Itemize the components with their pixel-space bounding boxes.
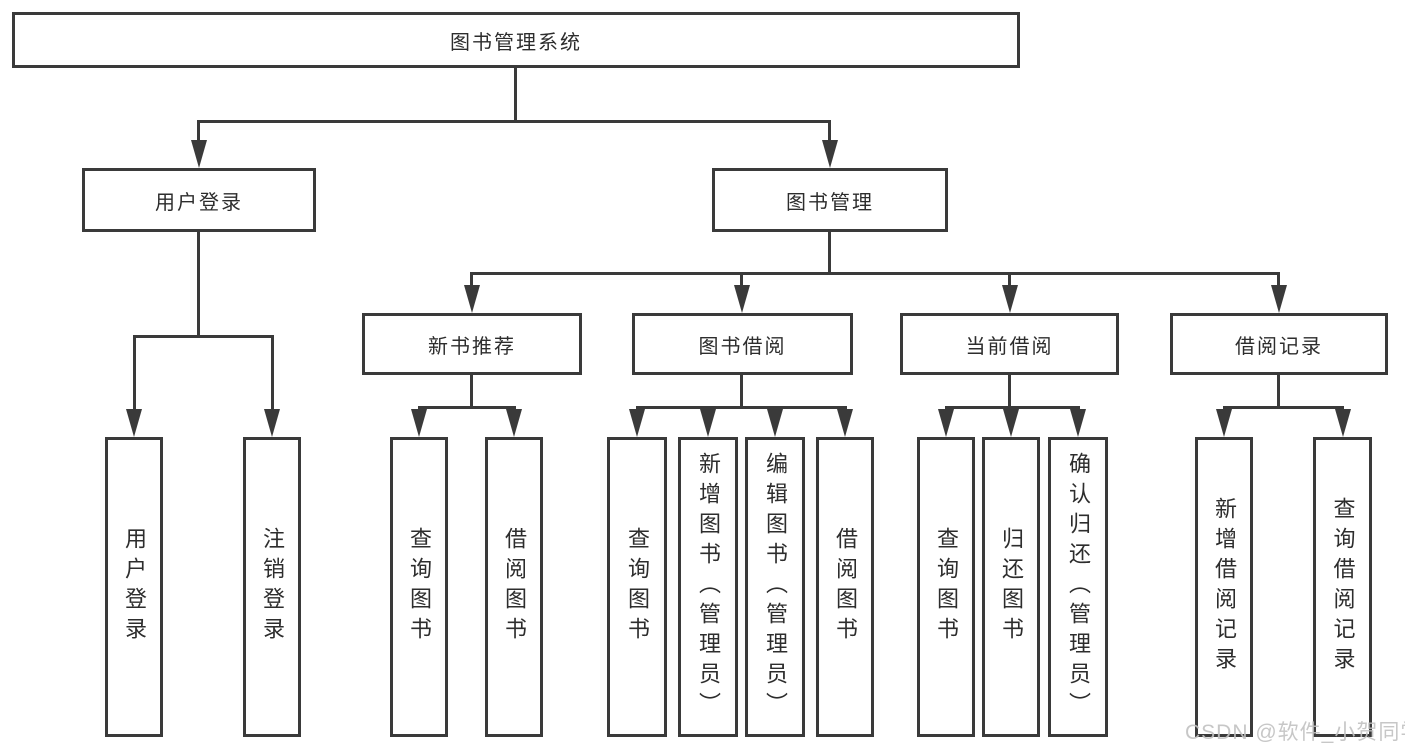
connector-line [197, 120, 200, 146]
leaf-edit-books-admin: 编辑图书（管理员） [745, 437, 805, 737]
arrow-down-icon [1002, 285, 1018, 313]
arrow-down-icon [629, 409, 645, 437]
leaf-borrow-books-recommend: 借阅图书 [485, 437, 543, 737]
leaf-add-books-admin: 新增图书（管理员） [678, 437, 738, 737]
leaf-confirm-return-admin: 确认归还（管理员） [1048, 437, 1108, 737]
node-user-login: 用户登录 [82, 168, 316, 232]
connector-line [740, 375, 743, 409]
arrow-down-icon [837, 409, 853, 437]
connector-line [470, 272, 473, 288]
leaf-query-books-borrowing: 查询图书 [607, 437, 667, 737]
arrow-down-icon [1335, 409, 1351, 437]
arrow-down-icon [464, 285, 480, 313]
leaf-user-login: 用户登录 [105, 437, 163, 737]
arrow-down-icon [767, 409, 783, 437]
connector-line [828, 120, 831, 146]
connector-line [514, 68, 517, 123]
connector-line [133, 335, 136, 413]
connector-line [636, 406, 847, 409]
leaf-query-books-current: 查询图书 [917, 437, 975, 737]
arrow-down-icon [734, 285, 750, 313]
arrow-down-icon [264, 409, 280, 437]
leaf-return-books: 归还图书 [982, 437, 1040, 737]
leaf-add-borrow-record: 新增借阅记录 [1195, 437, 1253, 737]
arrow-down-icon [1070, 409, 1086, 437]
connector-line [1008, 375, 1011, 409]
connector-line [418, 406, 516, 409]
leaf-query-borrow-record: 查询借阅记录 [1313, 437, 1372, 737]
arrow-down-icon [1216, 409, 1232, 437]
csdn-watermark: CSDN @软件_小贺同学 [1185, 721, 1405, 744]
connector-line [271, 335, 274, 413]
node-book-management: 图书管理 [712, 168, 948, 232]
node-new-book-recommendation: 新书推荐 [362, 313, 582, 375]
arrow-down-icon [1003, 409, 1019, 437]
connector-line [828, 232, 831, 274]
connector-line [1223, 406, 1344, 409]
arrow-down-icon [126, 409, 142, 437]
node-book-borrowing: 图书借阅 [632, 313, 853, 375]
arrow-down-icon [700, 409, 716, 437]
leaf-borrow-books: 借阅图书 [816, 437, 874, 737]
leaf-query-books-recommend: 查询图书 [390, 437, 448, 737]
node-current-borrowing: 当前借阅 [900, 313, 1119, 375]
connector-line [133, 335, 274, 338]
node-root-library-management-system: 图书管理系统 [12, 12, 1020, 68]
connector-line [1277, 375, 1280, 409]
arrow-down-icon [506, 409, 522, 437]
connector-line [1277, 272, 1280, 288]
arrow-down-icon [1271, 285, 1287, 313]
arrow-down-icon [822, 140, 838, 168]
connector-line [740, 272, 743, 288]
arrow-down-icon [191, 140, 207, 168]
connector-line [945, 406, 1080, 409]
connector-line [197, 120, 831, 123]
leaf-logout: 注销登录 [243, 437, 301, 737]
connector-line [470, 375, 473, 409]
node-borrowing-records: 借阅记录 [1170, 313, 1388, 375]
connector-line [197, 232, 200, 338]
connector-line [470, 272, 1280, 275]
arrow-down-icon [411, 409, 427, 437]
arrow-down-icon [938, 409, 954, 437]
connector-line [1008, 272, 1011, 288]
